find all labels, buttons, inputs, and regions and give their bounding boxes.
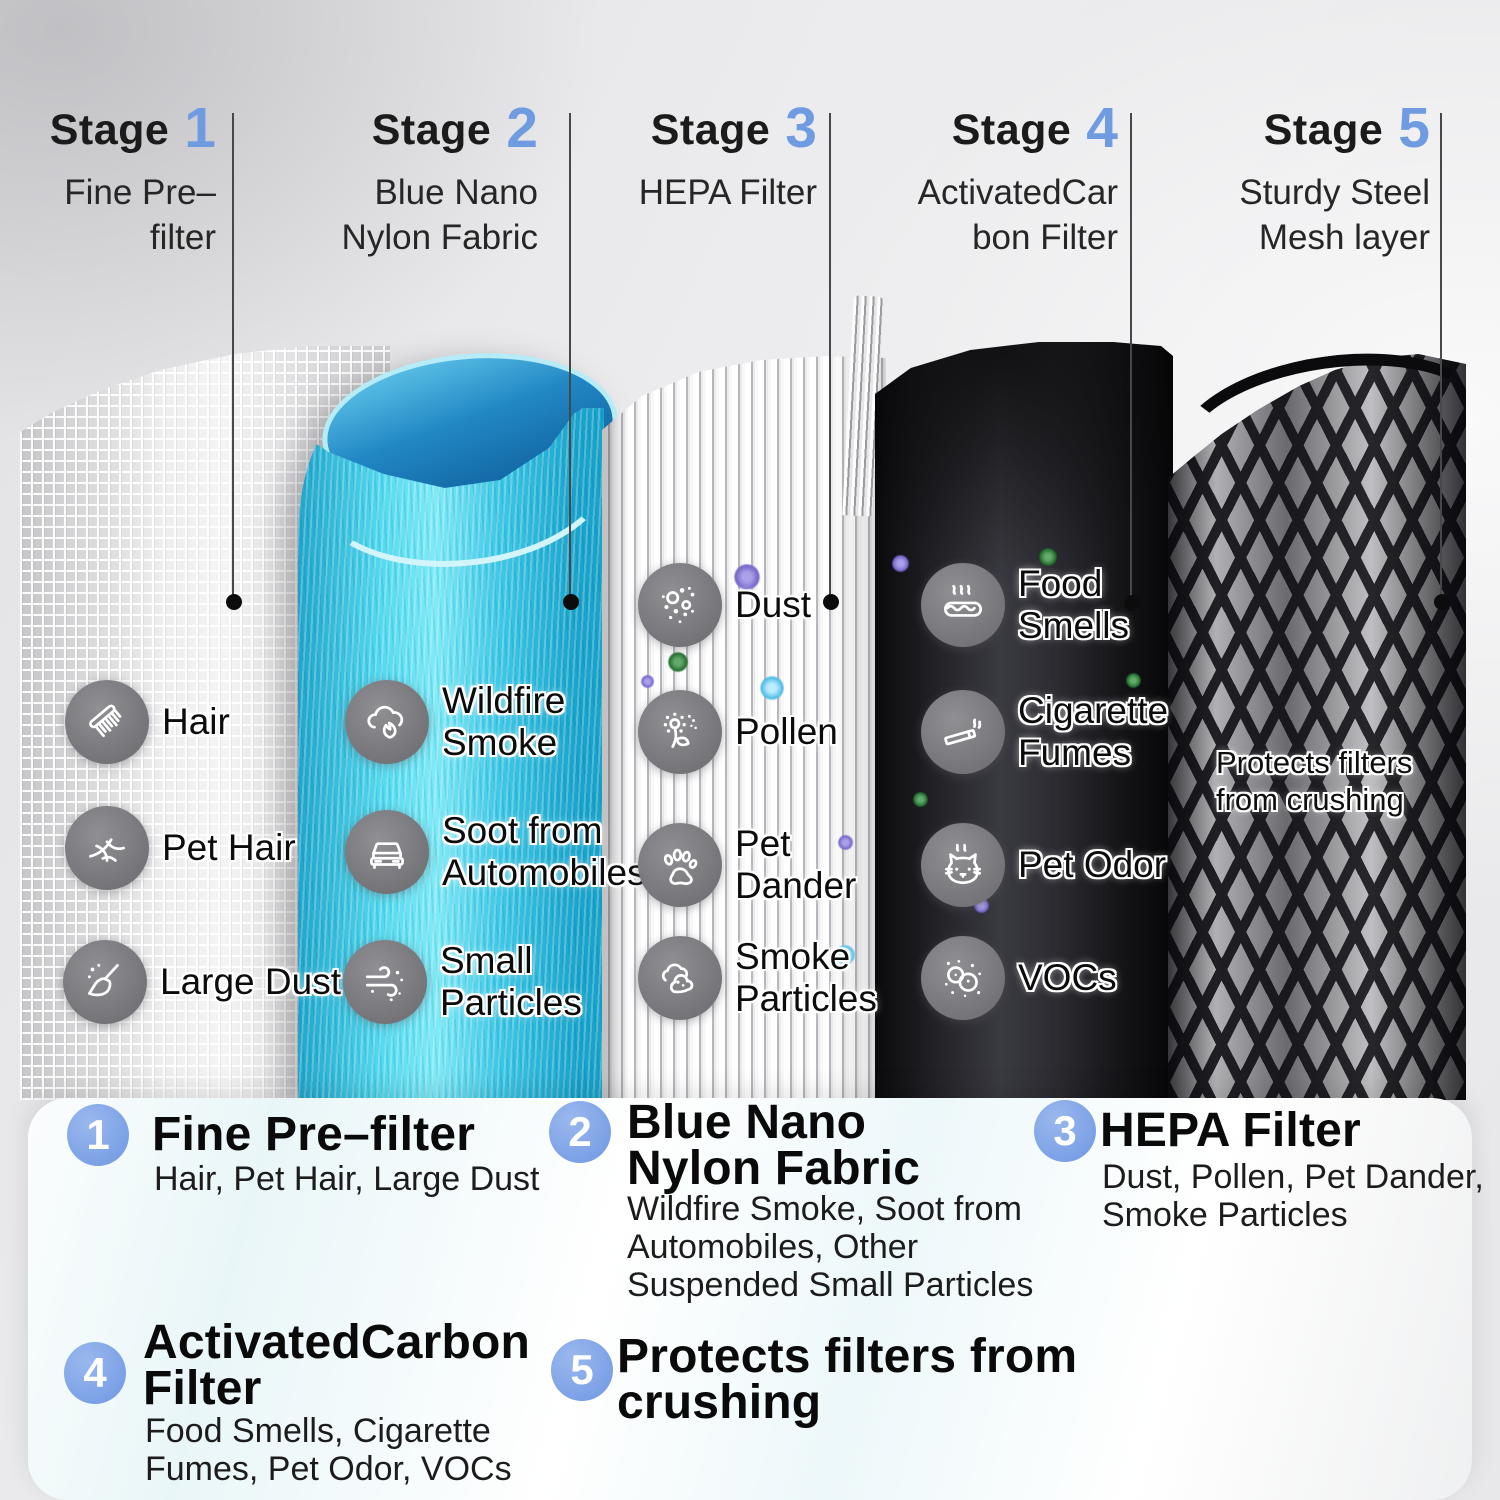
car-icon — [345, 810, 429, 894]
mesh-note: Protects filters from crushing — [1216, 745, 1413, 817]
stage-subtitle: ActivatedCar bon Filter — [917, 173, 1118, 257]
food-smells-icon — [921, 563, 1005, 647]
stage-label-2: Stage 2 Blue Nano Nylon Fabric — [342, 92, 538, 260]
legend-badge-4: 4 — [64, 1342, 126, 1404]
stage-word: Stage — [650, 106, 771, 154]
particle — [641, 675, 654, 688]
filter-item-dust: Dust — [638, 563, 811, 647]
stage-subtitle: Fine Pre–filter — [64, 173, 216, 257]
particle — [734, 564, 760, 590]
leader-dot-stage4 — [1124, 595, 1140, 611]
filter-item-hair: Hair — [65, 680, 230, 764]
filter-item-label: Soot from Automobiles — [442, 810, 646, 893]
cigarette-icon — [921, 690, 1005, 774]
leader-line-stage4 — [1130, 113, 1132, 602]
particle — [1039, 548, 1057, 566]
legend-panel — [28, 1098, 1472, 1500]
filter-item-label: Small Particles — [440, 940, 582, 1023]
filter-item-vocs: VOCs — [921, 936, 1117, 1020]
legend-desc-3: Dust, Pollen, Pet Dander, Smoke Particle… — [1102, 1158, 1484, 1234]
filter-item-label: Pet Odor — [1018, 844, 1167, 885]
filter-item-label: Smoke Particles — [735, 936, 877, 1019]
stage-label-1: Stage 1 Fine Pre–filter — [0, 92, 216, 260]
wind-icon — [343, 940, 427, 1024]
leader-line-stage3 — [829, 113, 831, 602]
filter-item-pet-odor: Pet Odor — [921, 823, 1166, 907]
particle — [760, 676, 784, 700]
leader-line-stage5 — [1440, 113, 1442, 602]
legend-title-3: HEPA Filter — [1100, 1104, 1361, 1157]
filter-item-label: Large Dust — [160, 961, 341, 1002]
steel-mesh-cylinder — [1168, 354, 1466, 1100]
leader-line-stage2 — [569, 113, 571, 602]
particle — [835, 945, 855, 965]
legend-badge-1: 1 — [67, 1104, 129, 1166]
filter-item-soot: Soot from Automobiles — [345, 810, 646, 894]
filter-item-large-dust: Large Dust — [63, 940, 341, 1024]
filter-item-label: VOCs — [1018, 957, 1117, 998]
filter-item-pollen: Pollen — [638, 690, 838, 774]
particle — [668, 652, 688, 672]
legend-desc-1: Hair, Pet Hair, Large Dust — [154, 1160, 540, 1198]
wildfire-smoke-icon — [345, 680, 429, 764]
stage-number: 4 — [1086, 96, 1118, 160]
filter-item-label: Pet Dander — [735, 823, 857, 906]
filter-item-label: Hair — [162, 701, 230, 742]
legend-title-5: Protects filters from crushing — [617, 1330, 1078, 1429]
legend-badge-2: 2 — [549, 1101, 611, 1163]
filter-item-cigarette-fumes: Cigarette Fumes — [921, 690, 1168, 774]
stage-subtitle: HEPA Filter — [638, 173, 817, 212]
filter-item-label: Food Smells — [1018, 563, 1130, 646]
filter-item-pet-dander: Pet Dander — [638, 823, 856, 907]
filter-item-label: Pollen — [735, 711, 838, 752]
legend-title-4: ActivatedCarbon Filter — [143, 1316, 531, 1415]
legend-badge-5: 5 — [551, 1339, 613, 1401]
broom-icon — [63, 940, 147, 1024]
particle — [892, 555, 909, 572]
stage-label-4: Stage 4 ActivatedCar bon Filter — [918, 92, 1118, 260]
legend-desc-2: Wildfire Smoke, Soot from Automobiles, O… — [627, 1190, 1034, 1304]
particle — [913, 792, 928, 807]
comb-icon — [65, 680, 149, 764]
leader-dot-stage1 — [226, 594, 242, 610]
leader-dot-stage3 — [823, 594, 839, 610]
particle — [1126, 673, 1141, 688]
leader-dot-stage5 — [1434, 594, 1450, 610]
leader-dot-stage2 — [563, 594, 579, 610]
filter-item-label: Cigarette Fumes — [1018, 690, 1169, 773]
filter-item-food-smells: Food Smells — [921, 563, 1129, 647]
cat-icon — [921, 823, 1005, 907]
particle — [838, 835, 853, 850]
pet-hair-icon — [65, 806, 149, 890]
legend-title-2: Blue Nano Nylon Fabric — [627, 1096, 921, 1195]
pollen-icon — [638, 690, 722, 774]
smoke-particles-icon — [638, 936, 722, 1020]
filter-item-wildfire-smoke: Wildfire Smoke — [345, 680, 565, 764]
vocs-icon — [921, 936, 1005, 1020]
legend-badge-3: 3 — [1034, 1100, 1096, 1162]
stage-subtitle: Blue Nano Nylon Fabric — [341, 173, 538, 257]
legend-desc-4: Food Smells, Cigarette Fumes, Pet Odor, … — [145, 1412, 512, 1488]
stage-word: Stage — [951, 106, 1072, 154]
legend-title-1: Fine Pre–filter — [152, 1108, 476, 1161]
stage-word: Stage — [371, 106, 492, 154]
paw-icon — [638, 823, 722, 907]
leader-line-stage1 — [232, 113, 234, 602]
filter-item-small-particles: Small Particles — [343, 940, 582, 1024]
stage-number: 3 — [785, 96, 817, 160]
stage-number: 2 — [506, 96, 538, 160]
stage-number: 5 — [1398, 96, 1430, 160]
filter-item-label: Dust — [735, 584, 812, 625]
filter-item-pet-hair: Pet Hair — [65, 806, 296, 890]
stage-number: 1 — [184, 96, 216, 160]
dust-icon — [638, 563, 722, 647]
stage-word: Stage — [49, 106, 170, 154]
stage-label-3: Stage 3 HEPA Filter — [639, 92, 817, 215]
stage-subtitle: Sturdy Steel Mesh layer — [1239, 173, 1430, 257]
filter-item-label: Wildfire Smoke — [442, 680, 566, 763]
stage-label-5: Stage 5 Sturdy Steel Mesh layer — [1239, 92, 1430, 260]
filter-item-smoke-particles: Smoke Particles — [638, 936, 877, 1020]
filter-item-label: Pet Hair — [162, 827, 296, 868]
stage-word: Stage — [1263, 106, 1384, 154]
